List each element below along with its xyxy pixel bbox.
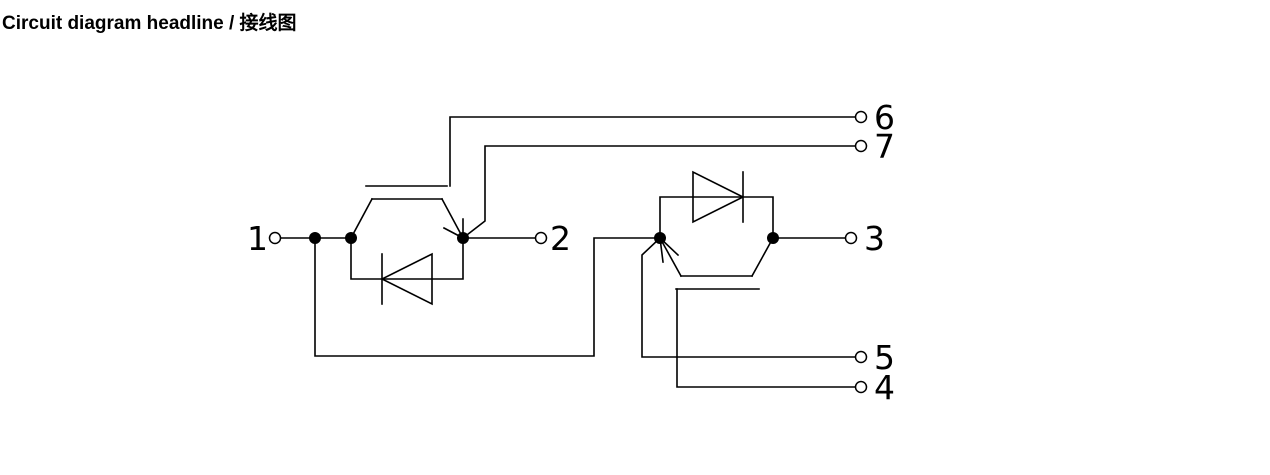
igbt1-emitter-lead (440, 197, 465, 240)
wire-t1-to-igbt2-emitter (314, 237, 661, 357)
terminal-2-pin (534, 231, 548, 245)
right-igbt-module (641, 170, 856, 388)
terminal-2: 2 (534, 219, 571, 258)
igbt2-emitter-lead (658, 236, 683, 278)
terminal-5-label: 5 (874, 338, 895, 377)
left-igbt-module (280, 116, 856, 357)
terminal-1-label: 1 (247, 219, 268, 258)
junction-dot (457, 232, 469, 244)
terminal-5: 5 (854, 338, 895, 377)
terminal-3-pin (844, 231, 858, 245)
diode1-triangle (380, 252, 433, 306)
terminal-2-label: 2 (550, 219, 571, 258)
wire-gate2-t4 (676, 288, 856, 388)
junction-dot (309, 232, 321, 244)
diagram-headline: Circuit diagram headline / 接线图 (2, 13, 297, 34)
terminal-1: 1 (247, 219, 282, 258)
igbt1-collector-lead (349, 197, 374, 240)
wire-aux-emitter-t7 (461, 145, 856, 240)
junction-dot (654, 232, 666, 244)
diode2-loop (659, 196, 774, 239)
terminal-4-pin (854, 380, 868, 394)
diode2-triangle (692, 170, 745, 224)
diode1-loop (350, 237, 464, 280)
terminal-7: 7 (854, 127, 895, 166)
terminal-5-pin (854, 350, 868, 364)
terminal-6-label: 6 (874, 98, 895, 137)
terminal-6: 6 (854, 98, 895, 137)
terminal-4-label: 4 (874, 368, 895, 407)
terminal-1-pin (268, 231, 282, 245)
wire-aux-emitter-t5 (641, 236, 856, 358)
terminal-3-label: 3 (864, 219, 885, 258)
terminal-7-label: 7 (874, 127, 895, 166)
terminal-3: 3 (844, 219, 885, 258)
junction-dot (767, 232, 779, 244)
wire-gate1-t6 (449, 116, 856, 187)
terminal-7-pin (854, 139, 868, 153)
terminal-6-pin (854, 110, 868, 124)
terminal-4: 4 (854, 368, 895, 407)
junction-dot (345, 232, 357, 244)
igbt2-collector-lead (750, 236, 775, 278)
